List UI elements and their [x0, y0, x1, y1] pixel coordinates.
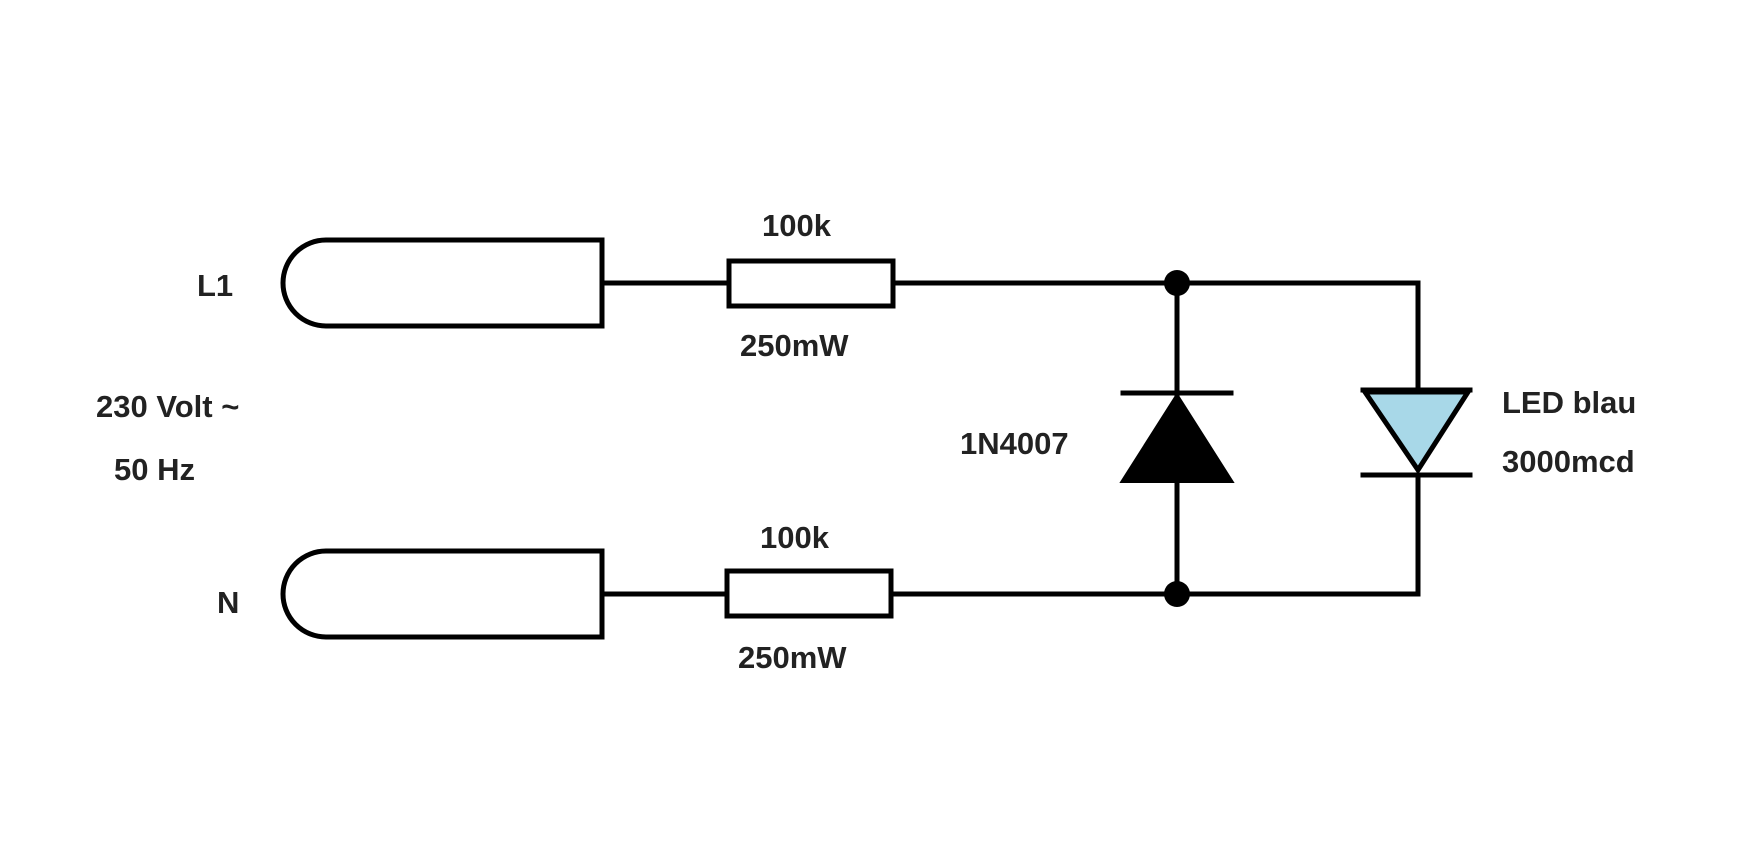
label-led-intensity: 3000mcd [1502, 444, 1635, 479]
label-r2-power: 250mW [738, 640, 847, 675]
diode-1n4007-symbol [1119, 392, 1235, 483]
led-symbol [1360, 389, 1473, 475]
junction-dot-bottom [1164, 581, 1190, 607]
wire-r1-to-led [890, 280, 1421, 393]
resistor-r2 [724, 568, 894, 619]
label-r1-power: 250mW [740, 328, 849, 363]
label-r2-value: 100k [760, 520, 830, 555]
plug-pin-l1 [280, 237, 605, 329]
label-supply-voltage: 230 Volt ~ [96, 389, 239, 424]
plug-pin-n [280, 548, 605, 640]
label-n: N [217, 585, 239, 620]
label-supply-frequency: 50 Hz [114, 452, 195, 487]
wire-r2-to-led [888, 472, 1421, 597]
resistor-r1 [726, 258, 896, 309]
junction-dot-top [1164, 270, 1190, 296]
label-diode: 1N4007 [960, 426, 1069, 461]
label-l1: L1 [197, 268, 233, 303]
label-led-name: LED blau [1502, 385, 1636, 420]
label-r1-value: 100k [762, 208, 832, 243]
